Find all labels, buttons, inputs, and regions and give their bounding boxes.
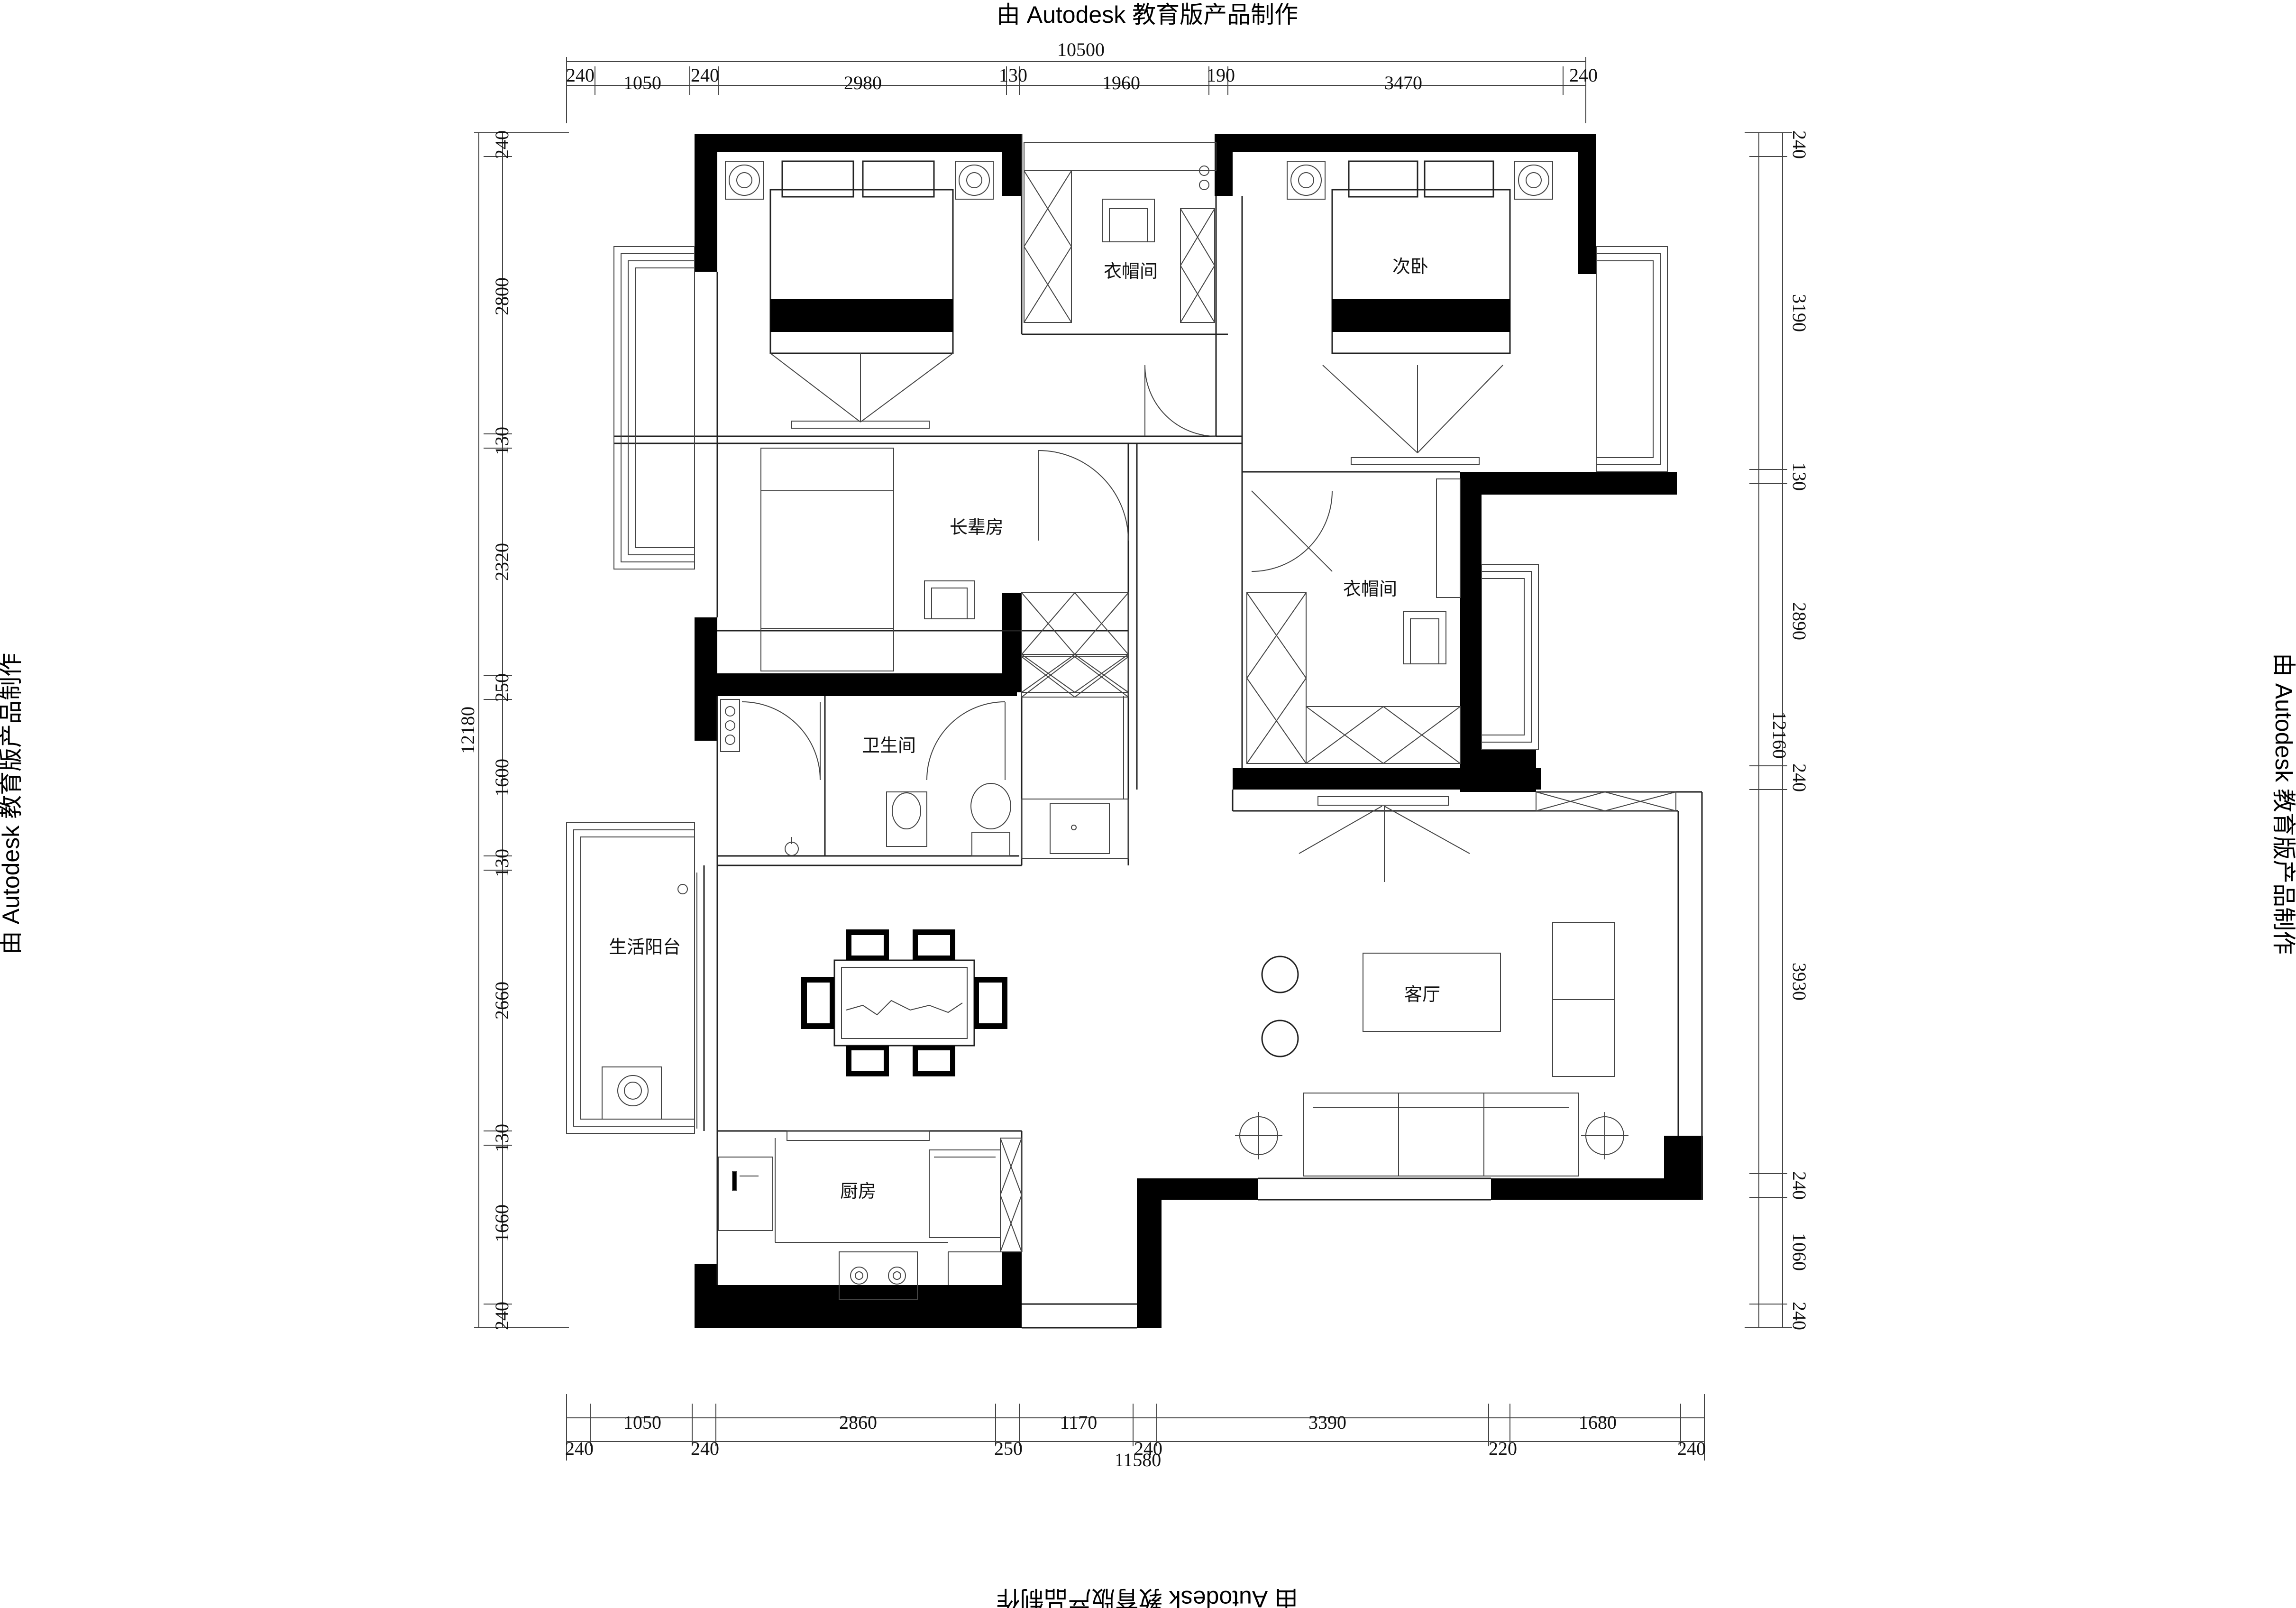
dim-top-2: 240 xyxy=(691,64,719,86)
watermark-bottom: 由 Autodesk 教育版产品制作 xyxy=(997,1586,1298,1608)
dim-top-5: 1960 xyxy=(1102,72,1140,93)
wardrobe-top-fixtures xyxy=(1024,142,1217,437)
dim-bottom-lower-1: 240 xyxy=(691,1438,719,1459)
dim-bottom-lower-2: 250 xyxy=(994,1438,1023,1459)
dim-top-1: 1050 xyxy=(623,72,661,93)
dim-left-4: 250 xyxy=(491,673,512,702)
room-label-bathroom: 卫生间 xyxy=(862,736,916,756)
dim-right-0: 240 xyxy=(1789,130,1810,159)
room-label-kitchen: 厨房 xyxy=(840,1182,876,1202)
dim-left-10: 240 xyxy=(491,1302,512,1330)
dim-top-8: 240 xyxy=(1569,64,1598,86)
balcony-laundry xyxy=(566,822,695,1134)
dim-top-7: 3470 xyxy=(1384,72,1422,93)
laundry-fixtures xyxy=(602,873,697,1129)
dim-bottom-upper-1: 2860 xyxy=(839,1412,877,1433)
utility-cabinet xyxy=(1021,656,1129,859)
dim-bottom-upper-0: 1050 xyxy=(623,1412,661,1433)
balcony-right-top xyxy=(1596,246,1668,472)
dim-bottom-lower-3: 240 xyxy=(1134,1438,1162,1459)
dim-right-4: 240 xyxy=(1789,763,1810,792)
dim-left-total: 12180 xyxy=(457,707,478,754)
watermark-right: 由 Autodesk 教育版产品制作 xyxy=(2270,653,2296,955)
kitchen-fixtures xyxy=(718,1130,1022,1300)
wardrobe-mid-fixtures xyxy=(1246,478,1461,764)
dim-left-9: 1660 xyxy=(491,1204,512,1242)
dim-left-7: 2660 xyxy=(491,982,512,1020)
dim-bottom-lower-5: 240 xyxy=(1677,1438,1706,1459)
dim-right-6: 240 xyxy=(1789,1171,1810,1200)
dim-top-4: 130 xyxy=(999,64,1027,86)
room-label-elder-room: 长辈房 xyxy=(950,518,1004,538)
lamp-icon-2 xyxy=(1287,161,1553,200)
walls-structural xyxy=(695,134,1703,1328)
dim-bottom-lower-0: 240 xyxy=(565,1438,594,1459)
watermark-top: 由 Autodesk 教育版产品制作 xyxy=(997,1,1298,28)
dim-top-6: 190 xyxy=(1207,64,1235,86)
room-label-living-room: 客厅 xyxy=(1404,985,1440,1005)
dim-right-8: 240 xyxy=(1789,1302,1810,1330)
room-label-wardrobe-mid: 衣帽间 xyxy=(1343,579,1397,599)
room-label-second-bedroom: 次卧 xyxy=(1392,257,1428,277)
dim-left-0: 240 xyxy=(491,130,512,159)
dim-bottom-lower-4: 220 xyxy=(1489,1438,1517,1459)
dim-left-3: 2320 xyxy=(491,543,512,581)
dim-bottom-upper-4: 1680 xyxy=(1579,1412,1617,1433)
dim-bottom-upper-3: 3390 xyxy=(1308,1412,1346,1433)
dimension-lines xyxy=(474,57,1792,1461)
dim-right-3: 2890 xyxy=(1789,602,1810,640)
dim-bottom-total: 11580 xyxy=(1115,1449,1162,1470)
dim-right-5: 3930 xyxy=(1789,963,1810,1001)
dim-left-6: 130 xyxy=(491,849,512,877)
watermark-left: 由 Autodesk 教育版产品制作 xyxy=(0,653,24,955)
balcony-right-mid xyxy=(1481,564,1539,750)
bathroom-fixtures xyxy=(720,699,1011,856)
living-room-furniture xyxy=(1235,791,1676,1176)
room-label-wardrobe-top: 衣帽间 xyxy=(1104,262,1158,282)
dim-left-5: 1600 xyxy=(491,759,512,797)
dim-top-3: 2980 xyxy=(844,72,882,93)
dim-top-0: 240 xyxy=(566,64,595,86)
dim-top-total: 10500 xyxy=(1057,39,1105,60)
dim-left-1: 2800 xyxy=(491,277,512,315)
elder-room-fixtures xyxy=(760,448,1129,693)
bed-second xyxy=(1322,160,1511,465)
dim-right-2: 130 xyxy=(1789,462,1810,491)
dim-left-2: 130 xyxy=(491,427,512,455)
dim-left-8: 130 xyxy=(491,1124,512,1152)
dim-right-7: 1060 xyxy=(1789,1233,1810,1271)
dim-right-total: 12160 xyxy=(1769,711,1790,759)
dim-bottom-upper-2: 1170 xyxy=(1060,1412,1098,1433)
room-label-laundry-balcony: 生活阳台 xyxy=(609,937,681,957)
dim-right-1: 3190 xyxy=(1789,294,1810,332)
dining-table xyxy=(801,929,1007,1076)
balcony-left-top xyxy=(613,246,695,570)
lamp-icon xyxy=(725,161,994,200)
bed-master xyxy=(769,160,954,429)
